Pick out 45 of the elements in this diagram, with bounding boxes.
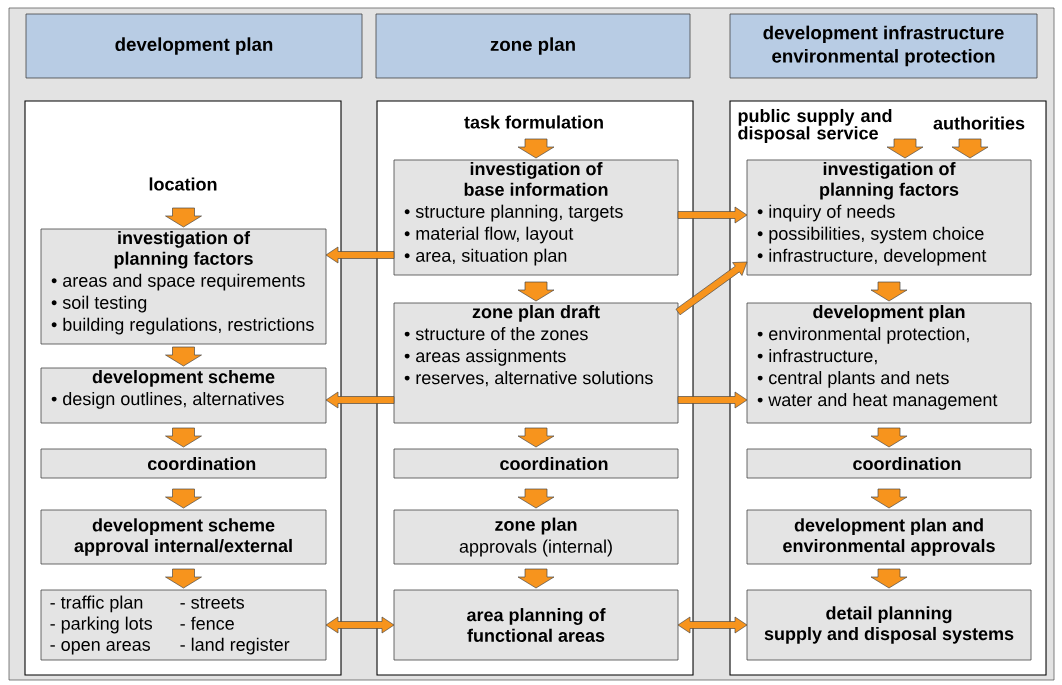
process-box: coordination (746, 448, 1032, 479)
arrow (675, 261, 748, 316)
arrow (325, 246, 395, 264)
process-box: area planning of functional areas (393, 589, 679, 661)
block-arrow (165, 488, 202, 509)
arrow (325, 616, 395, 634)
block-arrow (951, 138, 989, 159)
block-arrow (870, 568, 908, 589)
block-arrow (870, 281, 908, 302)
process-box: zone plan approvals (internal) (393, 509, 679, 565)
arrow (677, 391, 748, 409)
process-box: development plan • environmental protection, • infrastructure, • central plants and nets • water and heat management (746, 302, 1032, 424)
input-label: location (149, 177, 217, 191)
header-box: development infrastructure environmental protection (729, 13, 1038, 79)
block-arrow (517, 488, 555, 509)
block-arrow (886, 138, 924, 159)
process-box: development scheme approval internal/external (40, 509, 327, 565)
arrow (677, 616, 748, 634)
process-box: coordination (40, 448, 327, 479)
block-arrow (517, 281, 555, 302)
process-box: detail planning supply and disposal systems (746, 589, 1032, 661)
block-arrow (870, 488, 908, 509)
arrow (677, 206, 748, 224)
block-arrow (870, 427, 908, 448)
input-label: authorities (933, 116, 1025, 130)
process-box: investigation of planning factors • areas and space requirements • soil testing • building regulations, restrictions (40, 228, 327, 345)
process-box: development plan and environmental approvals (746, 509, 1032, 565)
block-arrow (517, 427, 555, 448)
process-box: investigation of planning factors • inquiry of needs • possibilities, system choice • infrastructure, development (746, 159, 1032, 276)
block-arrow (517, 568, 555, 589)
input-label: task formulation (464, 115, 603, 129)
block-arrow (165, 427, 202, 448)
process-box: coordination (393, 448, 679, 479)
block-arrow (517, 138, 555, 159)
process-box: zone plan draft • structure of the zones • areas assignments • reserves, alternative solutions (393, 302, 679, 424)
block-arrow (165, 346, 202, 367)
list-box: - traffic plan - streets - parking lots - fence - open areas - land register (40, 589, 327, 661)
block-arrow (165, 207, 202, 228)
arrow (325, 391, 395, 409)
input-label: public supply and disposal service (738, 108, 892, 144)
block-arrow (165, 568, 202, 589)
process-box: investigation of base information • structure planning, targets • material flow, layout • area, situation plan (393, 159, 679, 276)
header-box: development plan (25, 13, 363, 79)
process-box: development scheme • design outlines, alternatives (40, 367, 327, 424)
header-box: zone plan (375, 13, 691, 79)
